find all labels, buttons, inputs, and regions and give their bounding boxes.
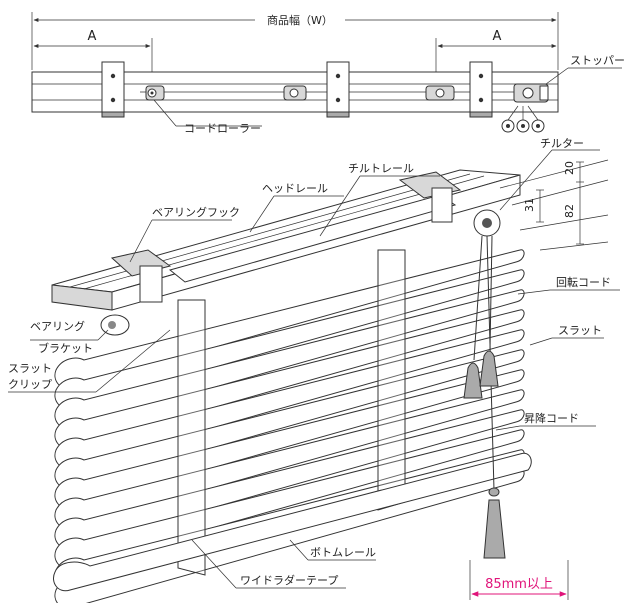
slat-label: スラット (558, 324, 602, 337)
ladder-tape-right (377, 249, 406, 511)
bearing-bracket (100, 314, 130, 336)
slat (54, 249, 525, 389)
top-bracket-center (326, 61, 350, 118)
top-bracket-right (469, 61, 493, 118)
slat (54, 309, 525, 449)
tilt-rail (168, 194, 457, 283)
bearing-bracket-label-2: ブラケット (38, 341, 93, 355)
cord-roller-right (425, 85, 455, 101)
lift-cord-label: 昇降コード (524, 411, 579, 425)
slat (54, 349, 525, 489)
tilt-rail-label: チルトレール (348, 162, 414, 175)
slat (54, 429, 525, 569)
rotation-cord-tassels (463, 350, 499, 399)
cord-roller-label: コードローラー (184, 122, 261, 135)
slat (54, 389, 525, 529)
slat (54, 409, 525, 549)
slat (54, 269, 525, 409)
ladder-tape-label: ワイドラダーテープ (240, 573, 338, 587)
slat (54, 369, 525, 509)
a-right-label: A (493, 29, 502, 44)
width-label: 商品幅（W） (267, 13, 333, 27)
slat-clip-label-2: クリップ (8, 378, 52, 391)
top-bracket-left (101, 61, 125, 118)
rotation-cord-label: 回転コード (556, 276, 611, 289)
clearance-label: 85mm以上 (485, 577, 553, 592)
bearing-bracket-label-1: ベアリング (30, 319, 85, 333)
cord-roller-left (145, 85, 165, 101)
bearing-hook-right (398, 171, 462, 223)
bottom-rail (53, 452, 532, 592)
dim-20: 20 (563, 161, 576, 175)
top-view: 商品幅（W） A A (31, 12, 625, 135)
slat (54, 289, 525, 429)
bottom-rail-label: ボトムレール (310, 546, 376, 559)
height-dimensions (499, 159, 609, 251)
stopper-label: ストッパー (570, 54, 625, 67)
stopper-tassels (501, 105, 545, 133)
perspective-view: 85mm以上 20 31 82 チルター チルトレール ヘッドレール (8, 137, 620, 603)
tilter (473, 209, 501, 237)
dim-31: 31 (523, 198, 536, 212)
bearing-hook-left (110, 249, 172, 303)
bearing-hook-label: ベアリングフック (152, 205, 240, 219)
cord-roller-center (283, 85, 307, 101)
lift-cord-tassel (483, 487, 506, 559)
dim-82: 82 (563, 204, 576, 218)
stopper (513, 83, 549, 103)
slat-clip-label-1: スラット (8, 362, 52, 375)
a-left-label: A (88, 29, 97, 44)
ladder-tape-left (177, 299, 206, 576)
tilter-label: チルター (540, 137, 584, 150)
slat (54, 329, 525, 469)
head-rail-label: ヘッドレール (262, 182, 328, 195)
